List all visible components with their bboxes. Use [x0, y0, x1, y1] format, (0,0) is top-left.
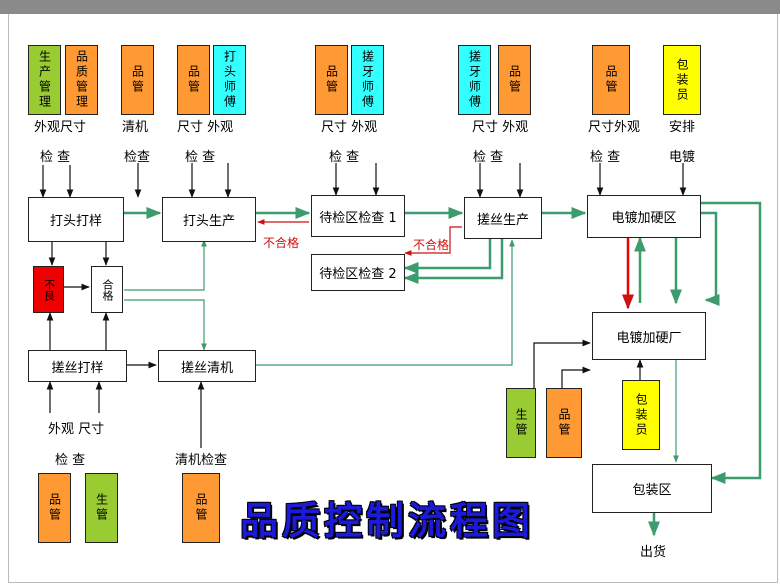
label-cleaning-inspection: 清机检查	[175, 453, 228, 468]
label-inspection: 检 查	[329, 150, 360, 165]
label-appearance-size: 外观尺寸	[34, 120, 87, 135]
label-inspection: 检 查	[55, 453, 86, 468]
label-appearance-size: 外观 尺寸	[48, 422, 105, 437]
pending-inspection-1-box: 待检区检查 1	[311, 195, 405, 237]
pending-inspection-2-box: 待检区检查 2	[311, 254, 405, 291]
diagram-title: 品质控制流程图	[240, 499, 535, 543]
quality-management-tag: 品质管理	[65, 45, 98, 115]
label-size-appearance: 尺寸 外观	[177, 120, 234, 135]
reject-label: 不合格	[413, 238, 450, 252]
label-size-appearance: 尺寸 外观	[321, 120, 378, 135]
label-inspection: 检 查	[40, 150, 71, 165]
label-arrange: 安排	[669, 120, 696, 135]
canvas-frame	[8, 14, 778, 583]
qc-tag: 品管	[182, 473, 220, 543]
heading-master-tag: 打头师傅	[213, 45, 246, 115]
pass-box: 合格	[91, 266, 123, 313]
plating-hardening-factory-box: 电镀加硬厂	[592, 312, 706, 360]
packaging-area-box: 包装区	[592, 464, 712, 513]
qc-tag: 品管	[38, 473, 71, 543]
label-size-appearance: 尺寸 外观	[472, 120, 529, 135]
production-tag: 生管	[85, 473, 118, 543]
production-management-tag: 生产管理	[28, 45, 61, 115]
label-size-appearance: 尺寸外观	[588, 120, 641, 135]
label-electroplating: 电镀	[669, 150, 696, 165]
thread-rolling-production-box: 搓丝生产	[464, 197, 542, 239]
packer-tag: 包装员	[663, 45, 701, 115]
qc-tag: 品管	[546, 388, 582, 458]
production-tag: 生管	[506, 388, 536, 458]
heading-production-box: 打头生产	[162, 197, 256, 242]
qc-tag: 品管	[498, 45, 531, 115]
window-top-bar	[0, 0, 780, 14]
plating-hardening-area-box: 电镀加硬区	[587, 195, 701, 238]
label-cleaning: 清机	[122, 120, 149, 135]
defect-box: 不良	[33, 266, 64, 313]
packer-tag: 包装员	[622, 380, 660, 450]
label-inspection: 检 查	[473, 150, 504, 165]
heading-sample-box: 打头打样	[28, 197, 124, 242]
qc-tag: 品管	[315, 45, 348, 115]
qc-tag: 品管	[592, 45, 630, 115]
label-inspection: 检 查	[590, 150, 621, 165]
qc-tag: 品管	[177, 45, 210, 115]
label-inspection: 检查	[124, 150, 151, 165]
reject-label: 不合格	[263, 236, 300, 250]
rolling-master-tag: 搓牙师傅	[458, 45, 491, 115]
shipment-label: 出货	[640, 545, 667, 560]
thread-rolling-sample-box: 搓丝打样	[28, 350, 127, 382]
label-inspection: 检 查	[185, 150, 216, 165]
thread-rolling-cleaning-box: 搓丝清机	[158, 350, 256, 382]
qc-tag: 品管	[121, 45, 154, 115]
rolling-master-tag: 搓牙师傅	[351, 45, 384, 115]
